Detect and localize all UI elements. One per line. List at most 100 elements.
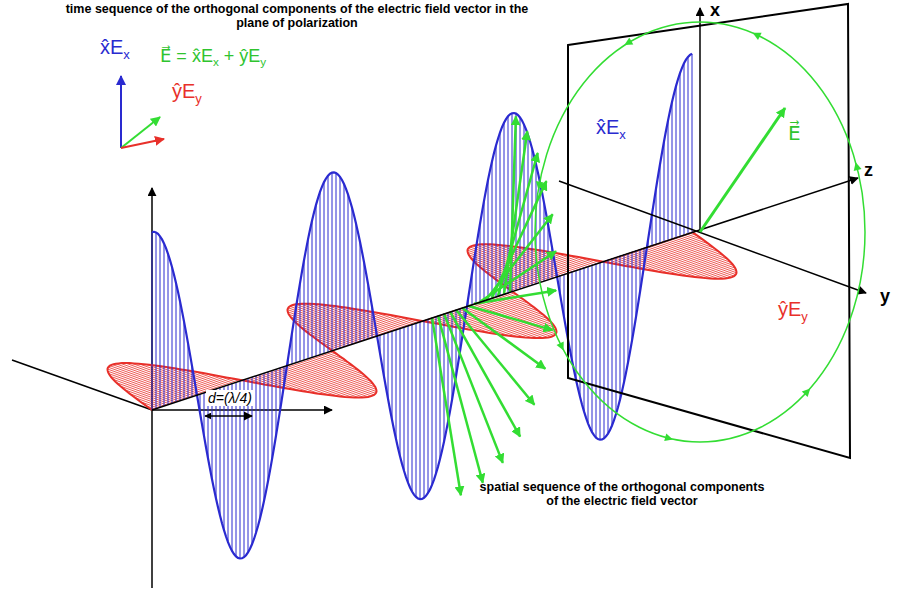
field-vector <box>492 181 546 298</box>
blue-hatch <box>304 260 305 360</box>
subscript: x <box>123 47 130 62</box>
blue-hatch <box>496 146 497 297</box>
blue-hatch <box>268 372 269 482</box>
blue-hatch <box>180 301 181 401</box>
circle-arrowhead <box>557 342 564 351</box>
subscript: x <box>619 127 626 142</box>
field-vector <box>510 116 516 291</box>
field-vector <box>498 153 538 296</box>
blue-hatch <box>636 250 637 317</box>
field-vector <box>438 316 483 483</box>
field-vector <box>456 310 534 405</box>
blue-hatch <box>528 135 529 286</box>
red-hatch <box>185 370 227 385</box>
plane-x-axis <box>699 8 701 232</box>
blue-hatch <box>336 173 337 349</box>
vector-label: E⃗ <box>786 122 803 145</box>
blue-hatch <box>272 370 273 459</box>
blue-hatch <box>332 173 333 351</box>
blue-hatch <box>604 261 605 439</box>
blue-hatch <box>520 117 521 288</box>
blue-hatch <box>484 201 485 301</box>
blue-hatch <box>152 232 153 410</box>
blue-hatch <box>432 318 433 485</box>
blue-hatch <box>184 321 185 399</box>
blue-hatch <box>400 328 401 456</box>
blue-hatch <box>348 194 349 345</box>
blue-hatch <box>448 312 449 422</box>
blue-hatch <box>396 329 397 439</box>
axis-label: z <box>864 160 873 181</box>
blue-hatch <box>676 86 677 237</box>
blue-hatch <box>404 327 405 471</box>
polarization-circle <box>535 22 865 442</box>
blue-hatch <box>616 257 617 414</box>
blue-hatch <box>664 142 665 242</box>
red-hatch <box>323 354 349 363</box>
blue-hatch <box>600 262 601 440</box>
circle-arrowhead <box>854 162 862 171</box>
red-hatch <box>671 239 728 259</box>
plane-y-axis <box>559 181 866 293</box>
blue-hatch <box>264 373 265 501</box>
red-hatch <box>317 356 359 371</box>
blue-hatch <box>612 258 613 425</box>
blue-hatch <box>504 123 505 294</box>
blue-hatch <box>360 242 361 342</box>
blue-hatch <box>500 133 501 296</box>
blue-hatch <box>452 311 453 400</box>
blue-hatch <box>480 224 481 302</box>
blue-hatch <box>228 385 229 542</box>
blue-hatch <box>328 176 329 352</box>
red-hatch <box>677 237 719 252</box>
circle-arrowhead <box>753 33 762 40</box>
circle-arrowhead <box>536 181 544 190</box>
blue-hatch <box>668 121 669 240</box>
blue-hatch <box>620 256 621 400</box>
circle-arrowhead <box>624 38 633 46</box>
blue-hatch <box>412 324 413 491</box>
blue-hatch <box>424 320 425 498</box>
quarter-wave-arrow <box>205 415 252 416</box>
vector-equation: E⃗ = x̂Ex + ŷEy <box>160 46 266 67</box>
blue-hatch <box>584 267 585 411</box>
blue-hatch <box>492 161 493 297</box>
blue-hatch <box>632 252 633 341</box>
blue-hatch <box>256 376 257 533</box>
subscript: y <box>195 91 202 106</box>
blue-hatch <box>392 331 393 420</box>
blue-hatch <box>544 203 545 281</box>
dimension-label: d=(λ/4) <box>206 390 254 406</box>
blue-hatch <box>688 57 689 233</box>
z-axis <box>152 178 858 410</box>
blue-hatch <box>624 254 625 382</box>
blue-hatch <box>240 381 241 559</box>
blue-hatch <box>680 73 681 236</box>
left-x-axis <box>151 188 153 588</box>
blue-hatch <box>320 192 321 355</box>
blue-hatch <box>588 266 589 423</box>
blue-hatch <box>316 205 317 356</box>
subscript: y <box>801 309 808 324</box>
blue-hatch <box>576 270 577 380</box>
subscript: x <box>213 55 219 68</box>
blue-hatch <box>232 384 233 551</box>
blue-hatch <box>692 54 693 232</box>
blue-hatch <box>340 177 341 348</box>
blue-hatch <box>364 262 365 340</box>
blue-hatch <box>572 271 573 360</box>
component-label: ŷEy <box>776 298 810 321</box>
circle-arrowheads <box>536 33 862 441</box>
blue-hatch <box>164 243 165 406</box>
circle-arrowhead <box>664 433 673 441</box>
component-label: x̂Ex <box>100 36 130 59</box>
blue-hatch <box>420 322 421 500</box>
axis-label: y <box>880 286 890 307</box>
field-vector <box>468 306 553 330</box>
blue-hatch <box>168 254 169 405</box>
red-hatch <box>311 358 368 378</box>
title-note: time sequence of the orthogonal componen… <box>62 2 532 31</box>
red-hatch <box>365 311 407 326</box>
blue-hatch <box>352 208 353 344</box>
blue-hatch <box>156 232 157 408</box>
